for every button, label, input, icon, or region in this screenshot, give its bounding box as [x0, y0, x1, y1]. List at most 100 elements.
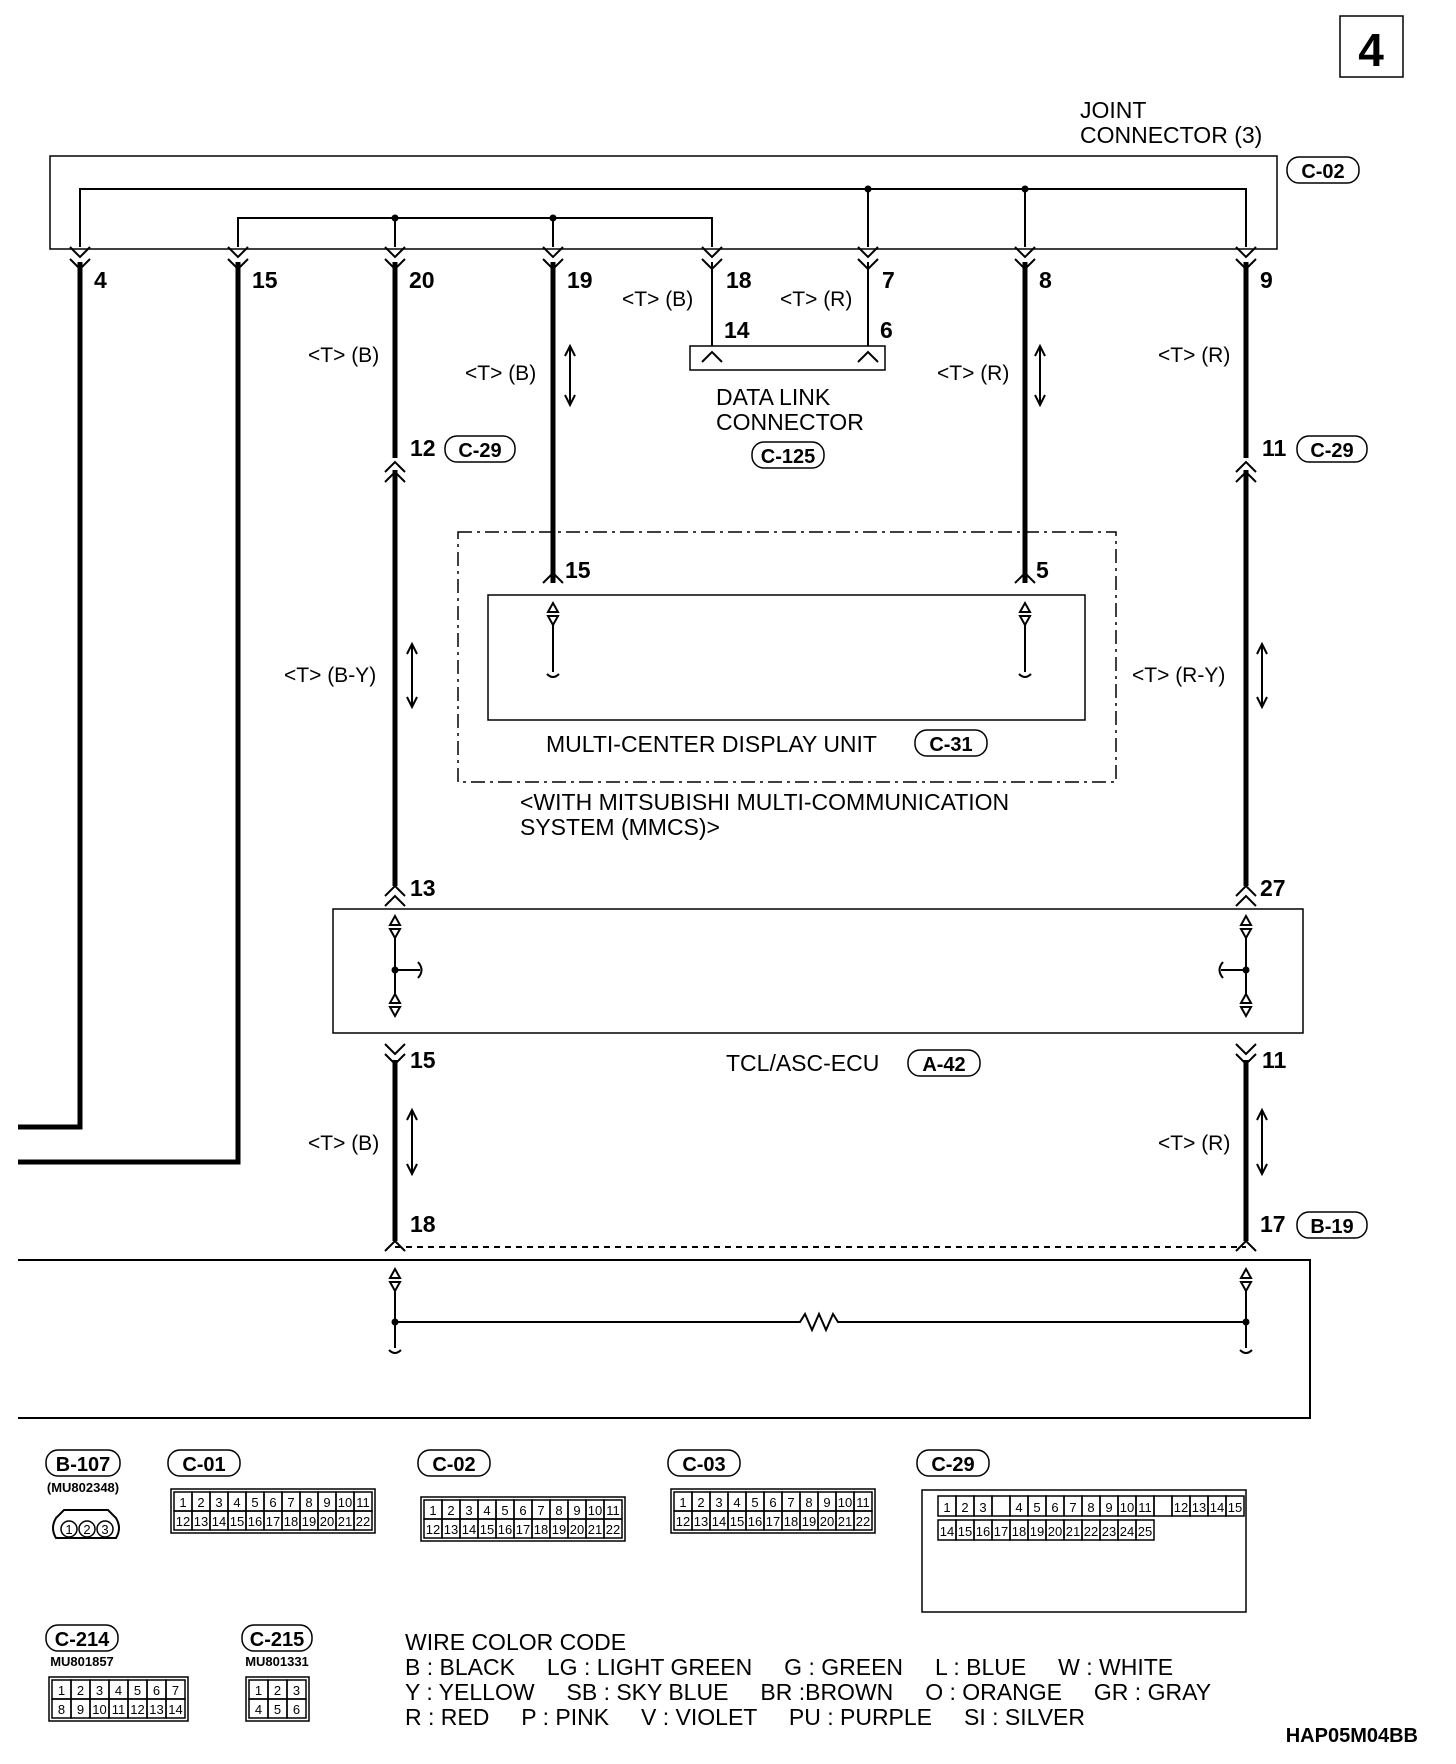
pin-cell-label: 12 — [1174, 1500, 1188, 1515]
pin-cell-label: 24 — [1120, 1524, 1134, 1539]
pin-cell-label: 12 — [130, 1702, 144, 1717]
c214-part: MU801857 — [50, 1654, 114, 1669]
sheet-number: 4 — [1358, 24, 1384, 76]
c29-pin-11: 11 — [1262, 435, 1287, 461]
data-link-pin-6: 6 — [880, 317, 893, 343]
pin-cell-label: 9 — [573, 1503, 580, 1518]
pin-cell-label: 22 — [606, 1522, 620, 1537]
pin-9: 9 — [1260, 267, 1273, 293]
pin-cell-label: 8 — [555, 1503, 562, 1518]
pin-cell-label: 13 — [694, 1514, 708, 1529]
pin-cell-label: 9 — [77, 1702, 84, 1717]
pin-cell-label: 14 — [168, 1702, 182, 1717]
pin-cell-label: 10 — [838, 1495, 852, 1510]
b19-component: 18 17 B-19 — [18, 1211, 1368, 1419]
mcd-note-line1: <WITH MITSUBISHI MULTI-COMMUNICATION — [520, 789, 1009, 815]
pin-15: 15 — [252, 267, 278, 293]
pin-cell-label: 2 — [197, 1495, 204, 1510]
multi-center-display-unit: 15 5 MULTI-CENTER DISPLAY UNIT C-31 <WIT… — [457, 531, 1117, 840]
pin-cell-label: 9 — [323, 1495, 330, 1510]
pin-cell-label: 10 — [338, 1495, 352, 1510]
pin-cell-label: 13 — [149, 1702, 163, 1717]
pin-cell-label: 25 — [1138, 1524, 1152, 1539]
ecu-code: A-42 — [922, 1054, 965, 1076]
pin-18: 18 — [726, 267, 752, 293]
connector-outline — [170, 1488, 376, 1534]
terminal-chevrons — [69, 246, 1257, 271]
pin-cell-label: 12 — [676, 1514, 690, 1529]
pin-cell-label: 21 — [1066, 1524, 1080, 1539]
data-link-code: C-125 — [761, 446, 815, 468]
pin-cell-label: 4 — [233, 1495, 240, 1510]
pin-cell-label: 6 — [1051, 1500, 1058, 1515]
pin-cell-label: 5 — [501, 1503, 508, 1518]
b19-pin-17: 17 — [1260, 1211, 1286, 1237]
pin-cell-label: 20 — [320, 1514, 334, 1529]
c215-part: MU801331 — [245, 1654, 309, 1669]
b19-pin-18: 18 — [410, 1211, 436, 1237]
pin-cell-label: 14 — [462, 1522, 476, 1537]
pin-cell-label: 4 — [483, 1503, 490, 1518]
pin-cell-label: 19 — [1030, 1524, 1044, 1539]
pin-cell-label: 16 — [748, 1514, 762, 1529]
pin-cell-label: 11 — [606, 1503, 620, 1518]
pin-cell — [603, 1518, 623, 1539]
joint-connector-label-line1: JOINT — [1080, 97, 1146, 123]
pin-4: 4 — [94, 267, 107, 293]
pin-19: 19 — [567, 267, 593, 293]
sheet-number-box: 4 — [1339, 15, 1404, 78]
c29-inline: 12 C-29 11 C-29 — [384, 435, 1368, 483]
signal-tr-8: <T> (R) — [937, 362, 1009, 385]
mcd-pin-15: 15 — [565, 557, 591, 583]
c29-pin-12: 12 — [410, 435, 436, 461]
pin-cell-label: 16 — [976, 1524, 990, 1539]
pin-cell-label: 2 — [961, 1500, 968, 1515]
pin-cell-label: 1 — [179, 1495, 186, 1510]
pin-cell-label: 15 — [730, 1514, 744, 1529]
pin-cell-label: 18 — [534, 1522, 548, 1537]
pin-cell-label: 3 — [96, 1683, 103, 1698]
b107-code: B-107 — [56, 1454, 110, 1476]
tcl-asc-ecu: 13 27 15 11 TCL/ASC-ECU A-42 — [332, 875, 1304, 1077]
pin-cell-label: 21 — [338, 1514, 352, 1529]
pin-cell-label: 12 — [426, 1522, 440, 1537]
pin-cell-label: 15 — [1228, 1500, 1242, 1515]
pin-cell — [853, 1510, 873, 1531]
signal-tby: <T> (B-Y) — [284, 664, 376, 687]
signal-tr-7: <T> (R) — [780, 288, 852, 311]
pin-cell-label: 5 — [134, 1683, 141, 1698]
pin-cell-label: 4 — [733, 1495, 740, 1510]
pin-cell-label: 9 — [1105, 1500, 1112, 1515]
pin-cell-label: 8 — [805, 1495, 812, 1510]
pin-cell-label: 2 — [697, 1495, 704, 1510]
pin-7: 7 — [882, 267, 895, 293]
b107-pin-3: 3 — [101, 1522, 108, 1537]
connector-outline — [245, 1676, 310, 1722]
pin-cell-label: 8 — [305, 1495, 312, 1510]
pin-cell-label: 4 — [115, 1683, 122, 1698]
pin-cell-label: 10 — [588, 1503, 602, 1518]
ecu-name: TCL/ASC-ECU — [726, 1050, 879, 1076]
pin-cell — [353, 1510, 373, 1531]
pin-cell-label: 22 — [356, 1514, 370, 1529]
pin-cell-label: 16 — [498, 1522, 512, 1537]
pin-cell-label: 7 — [287, 1495, 294, 1510]
pin-cell-label: 3 — [465, 1503, 472, 1518]
pin-cell-label: 19 — [552, 1522, 566, 1537]
connector-outline — [670, 1488, 876, 1534]
connector-outline — [921, 1489, 1247, 1613]
connector-outline — [420, 1496, 626, 1542]
signal-tr-9: <T> (R) — [1158, 344, 1230, 367]
pin-cell-label: 6 — [269, 1495, 276, 1510]
joint-connector-code: C-02 — [1301, 161, 1344, 183]
pin-cell-label: 6 — [769, 1495, 776, 1510]
pin-cell-label: 22 — [1084, 1524, 1098, 1539]
pin-cell — [1135, 1519, 1155, 1541]
data-link-label-line1: DATA LINK — [716, 384, 831, 410]
pin-cell-label: 3 — [215, 1495, 222, 1510]
pin-cell-label: 18 — [1012, 1524, 1026, 1539]
mcd-code: C-31 — [929, 734, 972, 756]
